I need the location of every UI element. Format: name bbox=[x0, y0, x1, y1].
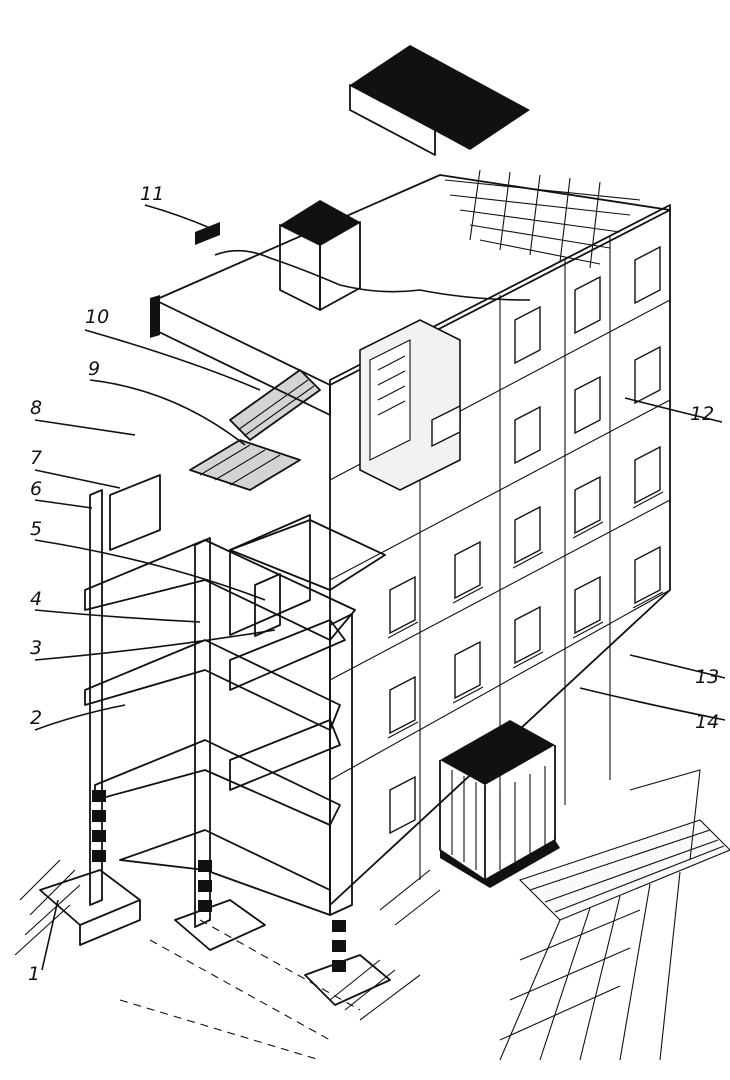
ground-hatching bbox=[14, 859, 441, 1021]
label-1: 1 bbox=[28, 963, 40, 985]
footings bbox=[39, 869, 391, 1006]
label-4: 4 bbox=[30, 588, 42, 610]
interior-walls bbox=[109, 474, 311, 637]
labels: 1 2 3 4 5 6 7 8 9 10 11 12 13 14 bbox=[28, 183, 719, 985]
paving-grid bbox=[499, 769, 730, 1061]
label-11: 11 bbox=[140, 183, 164, 205]
label-8: 8 bbox=[30, 397, 42, 419]
label-6: 6 bbox=[30, 478, 42, 500]
leader-lines bbox=[34, 204, 726, 971]
right-facade bbox=[329, 204, 671, 906]
facade-windows bbox=[389, 245, 661, 835]
foundation-blocks bbox=[92, 790, 346, 972]
label-10: 10 bbox=[85, 306, 109, 328]
roof bbox=[150, 45, 671, 416]
floor-slabs bbox=[84, 519, 386, 916]
bathroom-detail bbox=[359, 319, 461, 491]
label-2: 2 bbox=[30, 707, 42, 729]
foundation-plan bbox=[119, 919, 361, 1061]
label-3: 3 bbox=[30, 637, 42, 659]
label-14: 14 bbox=[695, 711, 719, 733]
label-7: 7 bbox=[30, 447, 42, 469]
label-13: 13 bbox=[695, 666, 719, 688]
window-sills bbox=[387, 491, 664, 739]
roof-tiles bbox=[444, 169, 641, 269]
columns bbox=[89, 489, 353, 928]
entrance-canopy bbox=[439, 720, 560, 888]
label-9: 9 bbox=[88, 358, 100, 380]
label-5: 5 bbox=[30, 518, 42, 540]
staircase bbox=[189, 369, 321, 491]
label-12: 12 bbox=[690, 403, 714, 425]
